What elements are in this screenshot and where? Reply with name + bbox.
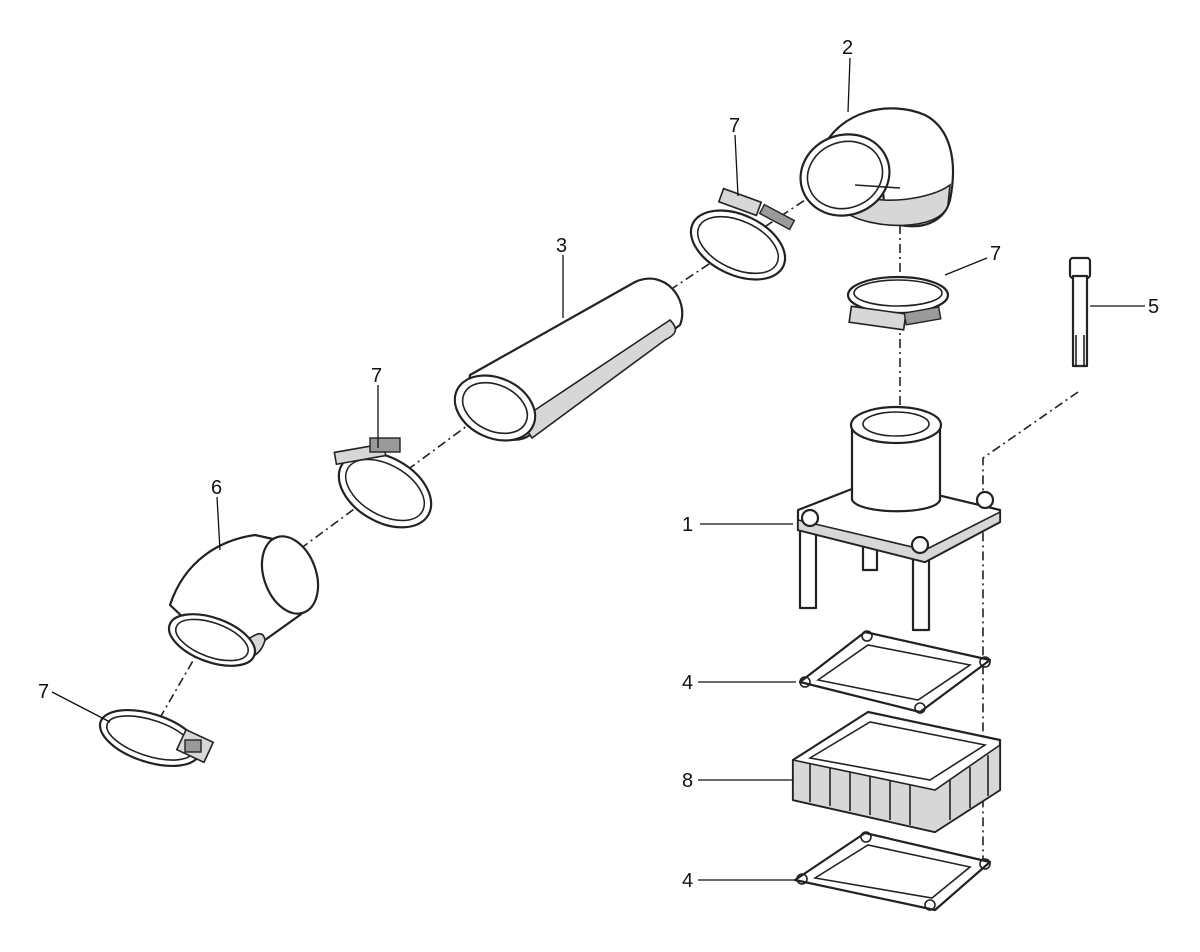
callout-part-4-upper: 4 — [682, 672, 693, 694]
spacer-block — [791, 710, 1002, 834]
callout-labels: 2 7 3 7 5 7 6 1 7 4 8 4 — [38, 37, 1159, 892]
callout-part-1: 1 — [682, 514, 693, 536]
callout-part-8: 8 — [682, 770, 693, 792]
callout-part-7-outlet: 7 — [990, 243, 1001, 265]
hose-clamp-outlet — [846, 275, 950, 331]
hose-clamp-upper — [689, 187, 796, 281]
callout-part-2: 2 — [842, 37, 853, 59]
callout-part-7-middle: 7 — [371, 365, 382, 387]
outlet-flange-body — [796, 405, 1002, 632]
callout-part-5: 5 — [1148, 296, 1159, 318]
straight-tube — [453, 277, 684, 442]
callout-part-6: 6 — [211, 477, 222, 499]
hose-clamp-lower-left — [98, 708, 215, 768]
gasket-lower — [793, 831, 992, 912]
hose-clamp-middle — [333, 437, 433, 529]
elbow-hose — [799, 107, 955, 228]
gasket-upper — [798, 630, 992, 714]
callout-part-3: 3 — [556, 235, 567, 257]
callout-part-7-upper: 7 — [729, 115, 740, 137]
callout-part-7-lower-left: 7 — [38, 681, 49, 703]
angled-connector-hose — [167, 533, 320, 667]
mounting-bolt — [1068, 256, 1092, 368]
callout-part-4-lower: 4 — [682, 870, 693, 892]
leader-lines — [51, 57, 1145, 881]
